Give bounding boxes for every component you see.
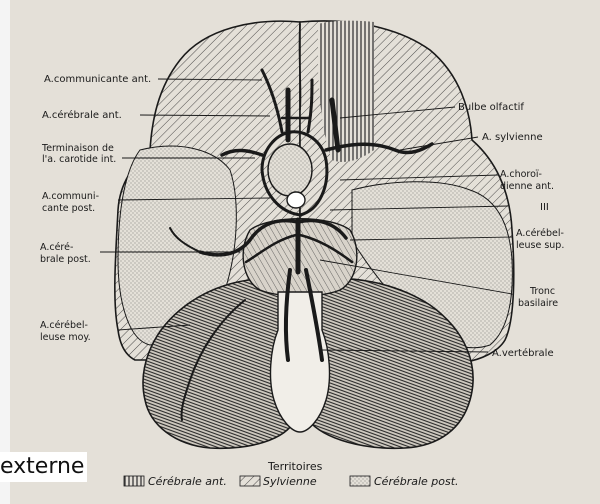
label-choroidienne-2: dienne ant. [500,181,554,192]
legend-swatch-cerebrale-ant [124,476,144,486]
label-cerebelleuse-moy-2: leuse moy. [40,332,91,343]
label-choroidienne-1: A.choroï- [500,169,542,180]
label-bulbe-olfactif: Bulbe olfactif [458,102,524,113]
label-nerf-iii: III [540,202,549,213]
label-cerebrale-post-2: brale post. [40,254,91,265]
right-anterior-territory [318,21,374,162]
label-cerebelleuse-sup-2: leuse sup. [516,240,564,251]
label-basilaire: basilaire [518,298,558,309]
label-communicante-post-2: cante post. [42,203,95,214]
legend-swatch-cerebrale-post [350,476,370,486]
medulla [271,292,330,432]
label-cerebelleuse-sup-1: A.cérébel- [516,228,564,239]
legend-label-sylvienne: Sylvienne [263,475,317,488]
label-cerebelleuse-moy-1: A.cérébel- [40,320,88,331]
overlay-caption: externe [0,452,87,482]
legend-label-cerebrale-post: Cérébrale post. [374,475,459,488]
label-vertebrale: A.vertébrale [492,347,554,359]
label-terminaison-1: Terminaison de [41,143,114,154]
label-cerebrale-post-1: A.céré- [40,242,73,253]
label-cerebrale-ant: A.cérébrale ant. [42,109,122,121]
label-terminaison-2: l'a. carotide int. [42,154,116,165]
legend-swatch-sylvienne [240,476,260,486]
mamillary-body [287,192,305,208]
label-tronc: Tronc [529,286,555,297]
label-communicante-post-1: A.communi- [42,191,99,202]
legend-title: Territoires [267,460,323,473]
label-communicante-ant: A.communicante ant. [44,74,151,85]
label-sylvienne: A. sylvienne [482,132,543,143]
legend: Territoires Cérébrale ant. Sylvienne Cér… [124,460,459,488]
hypophysis-region [268,144,312,196]
legend-label-cerebrale-ant: Cérébrale ant. [148,475,227,488]
